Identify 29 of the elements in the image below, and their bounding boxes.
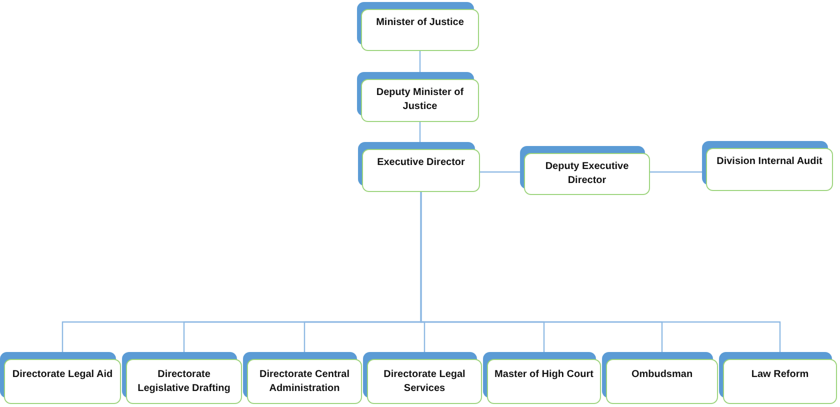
position-title: Directorate Central Administration [258, 368, 351, 395]
org-chart-box [0, 352, 121, 404]
org-chart-box [243, 352, 362, 404]
connector-line [650, 171, 702, 173]
connector-line [419, 51, 421, 72]
org-chart-box [122, 352, 242, 404]
org-chart-box [520, 146, 650, 195]
position-title: Executive Director [377, 156, 465, 170]
org-chart-box [357, 72, 479, 122]
position-title: Directorate Legal Aid [12, 368, 113, 382]
position-title: Deputy Executive Director [544, 160, 630, 187]
position-title: Ombudsman [631, 368, 693, 382]
org-chart-box [602, 352, 718, 404]
org-chart-box [719, 352, 837, 404]
connector-line [419, 122, 421, 142]
org-chart-box [702, 141, 833, 191]
position-title: Master of High Court [494, 368, 594, 382]
org-chart-box [483, 352, 601, 404]
org-chart-box [363, 352, 482, 404]
position-title: Deputy Minister of Justice [375, 86, 465, 113]
position-title: Directorate Legislative Drafting [136, 368, 232, 395]
org-chart-box [357, 2, 479, 51]
position-title: Directorate Legal Services [382, 368, 466, 395]
connector-line [480, 171, 520, 173]
connector-line [420, 192, 781, 352]
position-title: Law Reform [751, 368, 809, 382]
position-title: Minister of Justice [376, 16, 464, 30]
position-title: Division Internal Audit [716, 155, 822, 168]
org-chart-box [358, 142, 480, 192]
